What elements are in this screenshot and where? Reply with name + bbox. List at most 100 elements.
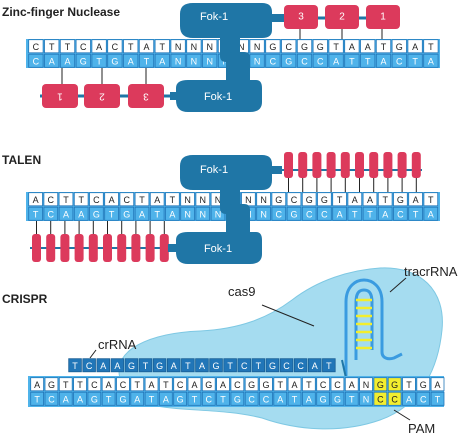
base-letter: C: [124, 195, 131, 205]
base-cell: [123, 53, 139, 68]
base-letter: C: [320, 380, 327, 390]
base-cell: [256, 192, 271, 207]
base-letter: T: [72, 361, 78, 371]
base-cell: [347, 206, 363, 221]
base-letter: N: [206, 42, 213, 52]
base-letter: A: [367, 195, 373, 205]
base-letter: G: [91, 394, 98, 404]
base-letter: A: [365, 42, 371, 52]
base-cell: [281, 39, 297, 54]
base-cell: [360, 53, 376, 68]
base-cell: [249, 39, 265, 54]
base-cell: [187, 377, 202, 392]
base-letter: T: [33, 209, 39, 219]
zinc-finger-label: 1: [57, 91, 63, 102]
base-letter: T: [144, 56, 150, 66]
base-letter: A: [406, 394, 412, 404]
base-letter: T: [63, 380, 69, 390]
base-letter: T: [278, 380, 284, 390]
base-cell: [209, 358, 223, 373]
base-letter: T: [170, 195, 176, 205]
base-letter: N: [215, 195, 222, 205]
base-letter: A: [292, 380, 298, 390]
base-cell: [104, 206, 119, 221]
base-cell: [407, 39, 423, 54]
base-letter: A: [134, 394, 140, 404]
base-letter: G: [391, 380, 398, 390]
base-letter: T: [65, 42, 71, 52]
cas9-pointer: [261, 304, 315, 327]
base-letter: A: [382, 209, 388, 219]
base-cell: [30, 377, 45, 392]
base-letter: C: [317, 56, 324, 66]
base-cell: [180, 206, 195, 221]
tale-repeat: [159, 234, 169, 262]
base-cell: [312, 53, 328, 68]
base-cell: [101, 377, 116, 392]
tale-repeat: [284, 152, 293, 178]
base-letter: T: [333, 42, 339, 52]
tale-repeat: [383, 152, 393, 178]
base-cell: [423, 53, 439, 68]
base-letter: G: [396, 42, 403, 52]
base-cell: [408, 192, 423, 207]
base-letter: C: [321, 209, 328, 219]
base-cell: [75, 39, 91, 54]
base-letter: T: [143, 361, 149, 371]
tale-repeat: [46, 234, 56, 262]
base-cell: [286, 206, 302, 221]
base-letter: A: [128, 56, 134, 66]
base-letter: A: [143, 42, 149, 52]
base-letter: N: [238, 42, 245, 52]
base-letter: A: [159, 56, 165, 66]
base-cell: [43, 206, 59, 221]
base-cell: [287, 377, 302, 392]
base-cell: [244, 377, 259, 392]
base-letter: C: [420, 394, 427, 404]
base-letter: G: [334, 394, 341, 404]
tale-repeat: [74, 234, 84, 262]
zinc-finger-label: 1: [380, 12, 386, 23]
base-letter: C: [86, 361, 93, 371]
base-letter: T: [49, 42, 55, 52]
base-cell: [73, 192, 89, 207]
base-cell: [391, 53, 407, 68]
base-cell: [144, 391, 159, 406]
zinc-finger-label: 2: [339, 12, 345, 23]
base-letter: N: [191, 42, 198, 52]
base-cell: [186, 39, 202, 54]
base-cell: [165, 206, 180, 221]
base-letter: C: [80, 42, 87, 52]
tale-repeat: [88, 234, 98, 262]
base-letter: N: [184, 195, 191, 205]
base-cell: [256, 206, 271, 221]
zinc-finger-3: [284, 5, 318, 29]
base-letter: G: [48, 380, 55, 390]
base-letter: C: [291, 195, 298, 205]
base-cell: [119, 192, 135, 207]
base-letter: C: [297, 361, 304, 371]
tale-repeat: [117, 234, 127, 262]
base-cell: [279, 358, 294, 373]
base-letter: C: [301, 56, 308, 66]
base-cell: [271, 192, 287, 207]
base-cell: [317, 206, 332, 221]
tale-repeat: [103, 234, 112, 262]
base-cell: [73, 391, 87, 406]
base-letter: T: [367, 209, 373, 219]
fok1-top-enzyme: [180, 155, 282, 214]
crrna-pointer: [89, 349, 97, 359]
base-cell: [237, 358, 251, 373]
base-cell: [391, 39, 407, 54]
base-cell: [251, 358, 266, 373]
base-cell: [301, 192, 317, 207]
base-cell: [130, 391, 145, 406]
base-cell: [332, 206, 347, 221]
base-letter: C: [33, 42, 40, 52]
base-letter: A: [349, 380, 355, 390]
base-letter: N: [206, 56, 213, 66]
base-letter: G: [285, 56, 292, 66]
base-letter: G: [111, 56, 118, 66]
